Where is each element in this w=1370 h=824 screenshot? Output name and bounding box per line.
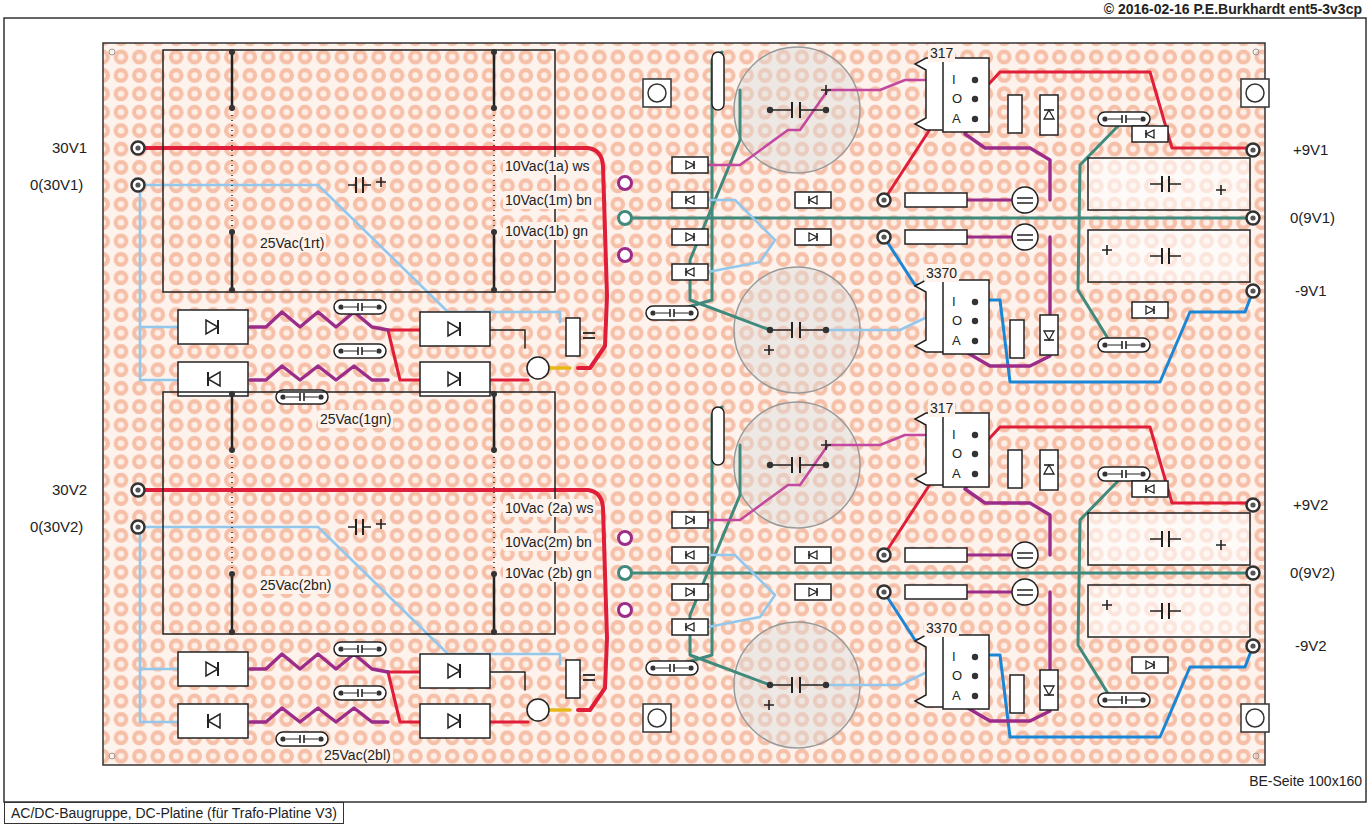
- mounting-hole: [648, 709, 666, 727]
- board-corner: [1253, 49, 1259, 55]
- pin-name: A: [952, 332, 961, 350]
- terminal-label: 0(30V2): [30, 518, 83, 536]
- terminal-label: 30V2: [52, 481, 87, 499]
- board-corner: [1253, 753, 1259, 759]
- wire-label: 10Vac(1b) gn: [503, 222, 590, 240]
- terminal-label: 0(9V2): [1290, 564, 1335, 582]
- wire-label: 10Vac(1a) ws: [503, 157, 592, 175]
- board-corner: [109, 753, 115, 759]
- terminal-label: 0(30V1): [30, 176, 83, 194]
- board-corner: [109, 49, 1259, 759]
- wire-label: 25Vac(2bl): [322, 746, 393, 764]
- wire-label: 10Vac(2m) bn: [503, 533, 594, 551]
- mounting-hole: [1241, 704, 1269, 732]
- perfboard: [103, 43, 1265, 765]
- mounting-hole: [1246, 84, 1264, 102]
- mounting-hole: [1241, 79, 1269, 107]
- pin-name: A: [952, 110, 961, 128]
- mounting-hole: [643, 704, 671, 732]
- part-number: 3370: [924, 264, 959, 282]
- wire-label: 25Vac(1rt): [258, 234, 326, 252]
- part-number: 317: [928, 399, 955, 417]
- pin-name: A: [952, 687, 961, 705]
- regulator-section: [619, 402, 1260, 748]
- mounting-hole: [1246, 709, 1264, 727]
- rectifier-section: [132, 391, 608, 746]
- wire-label: 10Vac(1m) bn: [503, 191, 594, 209]
- copyright-note: © 2016-02-16 P.E.Burkhardt ent5-3v3cp: [1104, 0, 1362, 18]
- terminal-label: -9V2: [1295, 637, 1327, 655]
- pin-name: O: [952, 667, 962, 685]
- pin-name: O: [952, 312, 962, 330]
- rectifier-section: [132, 49, 608, 404]
- pin-name: I: [952, 648, 956, 666]
- sheet-note: BE-Seite 100x160: [1249, 772, 1362, 790]
- pin-name: I: [952, 426, 956, 444]
- terminal-label: 30V1: [52, 139, 87, 157]
- terminal-label: -9V1: [1295, 282, 1327, 300]
- mounting-hole: [648, 84, 666, 102]
- pin-name: I: [952, 71, 956, 89]
- perfboard: [103, 43, 1265, 765]
- wire-label: 10Vac (2b) gn: [503, 564, 594, 582]
- caption-box: AC/DC-Baugruppe, DC-Platine (für Trafo-P…: [4, 802, 344, 824]
- pin-name: O: [952, 445, 962, 463]
- pin-name: O: [952, 90, 962, 108]
- board-corner: [109, 49, 115, 55]
- pin-name: A: [952, 465, 961, 483]
- terminal-label: +9V1: [1293, 141, 1328, 159]
- part-number: 3370: [924, 619, 959, 637]
- terminal-label: 0(9V1): [1290, 209, 1335, 227]
- terminal-label: +9V2: [1293, 496, 1328, 514]
- regulator-section: [619, 47, 1260, 393]
- mounting-hole: [643, 79, 671, 107]
- wire-label: 25Vac(2bn): [258, 576, 333, 594]
- wire-label: 10Vac (2a) ws: [503, 499, 595, 517]
- pin-name: I: [952, 293, 956, 311]
- wire-label: 25Vac(1gn): [318, 410, 393, 428]
- sheet-frame: [4, 18, 1366, 802]
- part-number: 317: [928, 44, 955, 62]
